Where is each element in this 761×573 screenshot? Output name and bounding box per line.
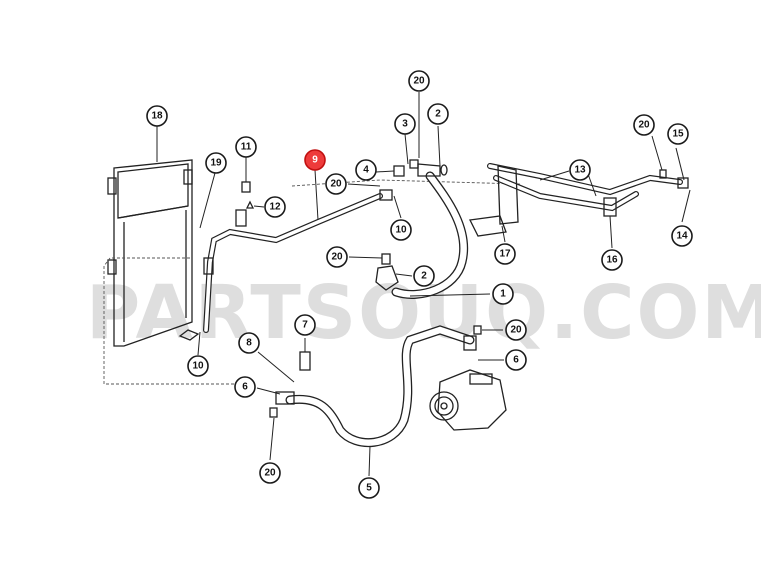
callout-12[interactable]: 12 [264,196,286,218]
callout-20-right[interactable]: 20 [633,114,655,136]
callout-10-middle[interactable]: 10 [390,219,412,241]
svg-text:20: 20 [510,325,522,336]
callout-6-right[interactable]: 6 [505,349,527,371]
line-assembly-13 [487,163,689,217]
callout-6-left[interactable]: 6 [234,376,256,398]
callout-17[interactable]: 17 [494,243,516,265]
compressor [429,369,507,431]
callout-14[interactable]: 14 [671,225,693,247]
svg-text:20: 20 [330,179,342,190]
dashed-guide [291,179,521,187]
callout-4[interactable]: 4 [355,159,377,181]
callout-20-top[interactable]: 20 [408,70,430,92]
svg-text:20: 20 [638,120,650,131]
condenser [107,159,200,347]
svg-text:20: 20 [264,468,276,479]
svg-text:14: 14 [676,231,688,242]
callout-11[interactable]: 11 [235,136,257,158]
svg-text:17: 17 [499,249,511,260]
callout-9-highlighted[interactable]: 9 [304,149,326,171]
callout-16[interactable]: 16 [601,249,623,271]
svg-text:1: 1 [500,289,506,300]
svg-text:6: 6 [242,382,248,393]
callout-2-top[interactable]: 2 [427,103,449,125]
svg-text:2: 2 [435,109,441,120]
callout-3[interactable]: 3 [394,113,416,135]
svg-text:2: 2 [421,271,427,282]
callout-20-lower-right[interactable]: 20 [505,319,527,341]
part-20-nut-f [269,407,278,418]
callout-20-middle[interactable]: 20 [326,246,348,268]
svg-text:16: 16 [606,255,618,266]
svg-text:5: 5 [366,483,372,494]
part-20-nut-e [473,325,482,335]
callout-19[interactable]: 19 [205,152,227,174]
callout-5[interactable]: 5 [358,477,380,499]
svg-text:7: 7 [302,320,308,331]
part-20-nut-d [659,169,667,179]
callout-13[interactable]: 13 [569,159,591,181]
svg-text:15: 15 [672,129,684,140]
bracket-17 [469,215,507,237]
svg-text:10: 10 [192,361,204,372]
svg-text:8: 8 [246,338,252,349]
svg-text:3: 3 [402,119,408,130]
suction-fitting [417,163,441,177]
callout-1[interactable]: 1 [492,283,514,305]
svg-text:12: 12 [269,202,281,213]
svg-text:9: 9 [312,155,318,166]
callout-2-middle[interactable]: 2 [413,265,435,287]
svg-text:4: 4 [363,165,369,176]
liquid-line [203,189,393,333]
dashed-outline [103,257,246,385]
suction-hose [375,171,469,299]
part-12-valve-core [245,200,255,209]
svg-text:13: 13 [574,165,586,176]
leader-lines [156,92,691,477]
svg-text:11: 11 [241,142,252,153]
callout-8[interactable]: 8 [238,332,260,354]
callout-20-top-left[interactable]: 20 [325,173,347,195]
callout-15[interactable]: 15 [667,123,689,145]
discharge-hose [275,325,477,448]
bracket-plate [497,165,519,225]
part-20-nut-c [381,253,391,265]
callout-18[interactable]: 18 [146,105,168,127]
svg-text:20: 20 [331,252,343,263]
svg-text:6: 6 [513,355,519,366]
part-4-seal [393,165,405,177]
svg-text:18: 18 [151,111,163,122]
callout-10-left[interactable]: 10 [187,355,209,377]
svg-text:10: 10 [395,225,407,236]
part-3-cap [409,159,419,169]
svg-text:20: 20 [413,76,425,87]
callout-7[interactable]: 7 [294,314,316,336]
svg-text:19: 19 [210,158,222,169]
callout-20-bottom[interactable]: 20 [259,462,281,484]
part-2-oring [440,164,448,176]
part-11-fitting [241,181,251,193]
